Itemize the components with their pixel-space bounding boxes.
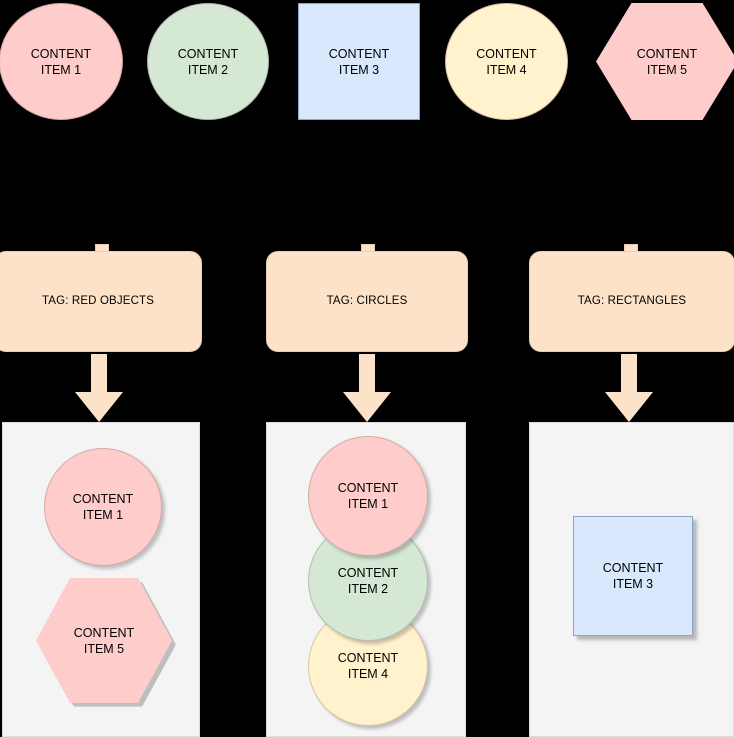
result-item-2-2-label: CONTENT ITEM 2 — [337, 566, 399, 596]
tag-card-red-objects[interactable]: TAG: RED OBJECTS — [0, 251, 202, 352]
source-item-5[interactable]: CONTENT ITEM 5 — [596, 3, 734, 120]
result-item-2-3-label: CONTENT ITEM 4 — [337, 651, 399, 681]
source-item-2[interactable]: CONTENT ITEM 2 — [147, 3, 269, 120]
arrow-head — [343, 392, 391, 422]
hexagon-icon — [596, 3, 734, 120]
arrow-down-icon-rectangles — [605, 354, 653, 422]
tag-card-tab-circles — [361, 244, 375, 253]
source-item-3[interactable]: CONTENT ITEM 3 — [298, 3, 420, 120]
arrow-down-icon-red-objects — [75, 354, 123, 422]
result-item-3-1[interactable]: CONTENT ITEM 3 — [573, 516, 693, 636]
result-panel-rectangles: CONTENT ITEM 3 — [529, 422, 734, 737]
tag-card-tab-red-objects — [95, 244, 109, 253]
source-item-2-label: CONTENT ITEM 2 — [177, 46, 239, 77]
result-item-1-2[interactable]: CONTENT ITEM 5 — [36, 578, 176, 707]
result-item-1-1[interactable]: CONTENT ITEM 1 — [44, 448, 162, 566]
arrow-head — [605, 392, 653, 422]
tag-card-rectangles-label: TAG: RECTANGLES — [577, 295, 687, 308]
arrow-shaft — [621, 354, 637, 394]
source-item-4[interactable]: CONTENT ITEM 4 — [445, 3, 568, 120]
tag-card-tab-rectangles — [624, 244, 638, 253]
result-item-3-1-label: CONTENT ITEM 3 — [602, 561, 664, 591]
tag-card-circles-label: TAG: CIRCLES — [326, 295, 408, 308]
result-panel-red-objects: CONTENT ITEM 1 CONTENT ITEM 5 — [2, 422, 200, 737]
result-item-2-1-label: CONTENT ITEM 1 — [337, 481, 399, 511]
source-item-4-label: CONTENT ITEM 4 — [476, 46, 537, 77]
arrow-shaft — [359, 354, 375, 394]
result-panel-circles: CONTENT ITEM 1 CONTENT ITEM 2 CONTENT IT… — [266, 422, 466, 737]
tag-card-rectangles[interactable]: TAG: RECTANGLES — [529, 251, 734, 352]
result-item-2-1[interactable]: CONTENT ITEM 1 — [308, 436, 428, 556]
arrow-shaft — [91, 354, 107, 394]
tag-card-red-objects-label: TAG: RED OBJECTS — [41, 295, 155, 308]
arrow-head — [75, 392, 123, 422]
source-item-1-label: CONTENT ITEM 1 — [30, 46, 92, 77]
arrow-down-icon-circles — [343, 354, 391, 422]
result-item-1-1-label: CONTENT ITEM 1 — [72, 492, 134, 522]
source-item-3-label: CONTENT ITEM 3 — [328, 46, 390, 77]
tag-card-circles[interactable]: TAG: CIRCLES — [266, 251, 468, 352]
source-item-1[interactable]: CONTENT ITEM 1 — [0, 3, 123, 120]
